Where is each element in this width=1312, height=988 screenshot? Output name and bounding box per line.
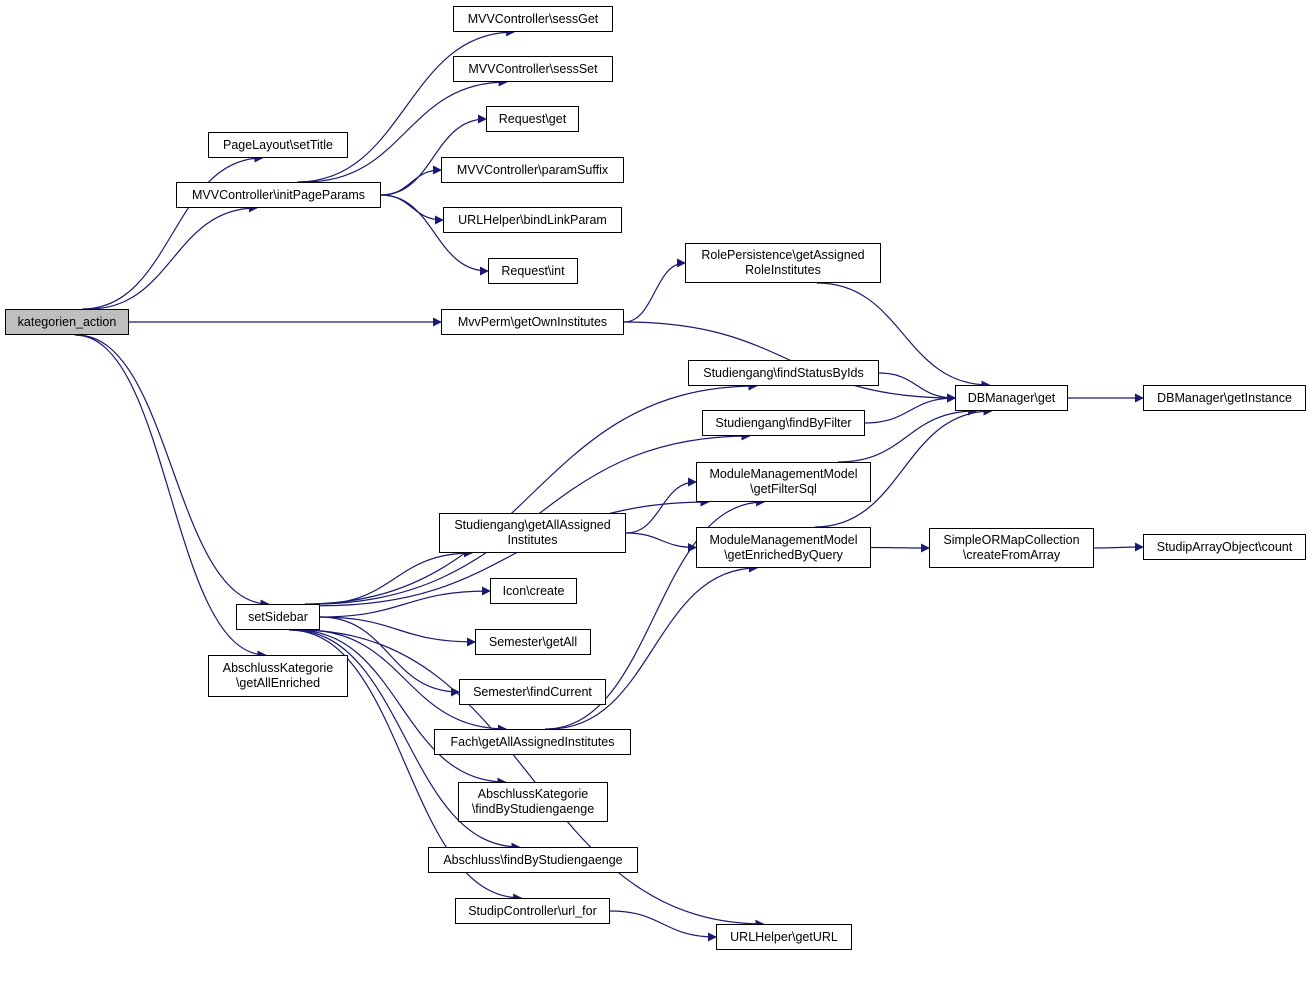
edge-setsidebar-to-icon_create: [319, 586, 491, 618]
edge-setsidebar-to-mmm_getfiltersql: [319, 497, 710, 607]
node-mvvcontroller-sessset[interactable]: MVVController\sessSet: [453, 56, 613, 82]
node-request-get[interactable]: Request\get: [486, 106, 579, 132]
edge-setsidebar-to-studiengang_findstatusbyids: [304, 381, 758, 605]
node-studipcontroller-urlfor[interactable]: StudipController\url_for: [455, 898, 610, 924]
edge-fach_getallassigned-to-mmm_getenrichedbyquery: [549, 563, 758, 730]
node-studiengang-findstatusbyids[interactable]: Studiengang\findStatusByIds: [688, 360, 879, 386]
node-dbmanager-getinstance[interactable]: DBManager\getInstance: [1143, 385, 1306, 411]
edge-setsidebar-to-fach_getallassigned: [304, 629, 507, 734]
node-modulemanagementmodel-getfiltersql[interactable]: ModuleManagementModel \getFilterSql: [696, 462, 871, 502]
node-abschlusskategorie-getallenriched[interactable]: AbschlussKategorie \getAllEnriched: [208, 655, 348, 697]
edge-kategorien_action-to-pagelayout_settitle: [82, 153, 264, 310]
edge-setsidebar-to-studipcontroller_urlfor: [289, 629, 523, 903]
node-pagelayout-settitle[interactable]: PageLayout\setTitle: [208, 132, 348, 158]
node-mvvcontroller-initpageparams[interactable]: MVVController\initPageParams: [176, 182, 381, 208]
node-request-int[interactable]: Request\int: [488, 258, 578, 284]
edge-studiengang_getallassigned-to-mmm_getfiltersql: [625, 477, 697, 534]
edge-studiengang_findbyfilter-to-dbmanager_get: [864, 393, 956, 424]
edge-simpleormap-to-studiparray_count: [1093, 542, 1144, 552]
node-semester-getall[interactable]: Semester\getAll: [475, 629, 591, 655]
node-studiparrayobject-count[interactable]: StudipArrayObject\count: [1143, 534, 1306, 560]
node-modulemanagementmodel-getenrichedbyquery[interactable]: ModuleManagementModel \getEnrichedByQuer…: [696, 527, 871, 568]
edge-studiengang_getallassigned-to-mmm_getenrichedbyquery: [625, 532, 697, 552]
node-icon-create[interactable]: Icon\create: [490, 578, 577, 604]
node-fach-getallassignedinstitutes[interactable]: Fach\getAllAssignedInstitutes: [434, 729, 631, 755]
node-kategorien-action[interactable]: kategorien_action: [5, 309, 129, 335]
edge-mvv_initpageparams-to-mvv_paramsuffix: [380, 165, 442, 196]
edge-kategorien_action-to-abschlusskat_getallenriched: [74, 334, 267, 660]
node-abschluss-findbystudiengaenge[interactable]: Abschluss\findByStudiengaenge: [428, 847, 638, 873]
edge-kategorien_action-to-mvv_initpageparams: [88, 203, 258, 310]
edge-setsidebar-to-abschluss_findbystudiengaenge: [291, 629, 521, 852]
edge-setsidebar-to-semester_findcurrent: [319, 616, 460, 697]
edge-studiengang_findstatusbyids-to-dbmanager_get: [878, 372, 956, 403]
edge-mmm_getenrichedbyquery-to-dbmanager_get: [814, 406, 993, 528]
edge-mmm_getenrichedbyquery-to-simpleormap: [870, 543, 930, 553]
edge-setsidebar-to-semester_getall: [319, 616, 476, 647]
node-mvvcontroller-paramsuffix[interactable]: MVVController\paramSuffix: [441, 157, 624, 183]
edge-rolepersistence-to-dbmanager_get: [816, 282, 991, 390]
edge-setsidebar-to-studiengang_getallassigned: [317, 548, 473, 605]
edge-fach_getallassigned-to-mmm_getfiltersql: [545, 497, 766, 730]
edge-studipcontroller_urlfor-to-urlhelper_geturl: [609, 910, 717, 942]
node-mvvcontroller-sessget[interactable]: MVVController\sessGet: [453, 6, 613, 32]
node-abschlusskategorie-findbystudiengaenge[interactable]: AbschlussKategorie \findByStudiengaenge: [458, 782, 608, 822]
node-dbmanager-get[interactable]: DBManager\get: [955, 385, 1068, 411]
edge-mmm_getfiltersql-to-dbmanager_get: [837, 406, 978, 463]
node-studiengang-findbyfilter[interactable]: Studiengang\findByFilter: [702, 410, 865, 436]
node-urlhelper-geturl[interactable]: URLHelper\getURL: [716, 924, 852, 950]
edge-mvvperm_getowninstitutes-to-rolepersistence: [623, 258, 686, 323]
edge-setsidebar-to-abschlusskat_findbystudiengaenge: [295, 629, 507, 787]
edge-mvv_initpageparams-to-urlhelper_bindlinkparam: [380, 194, 444, 225]
edge-mvv_initpageparams-to-request_int: [380, 194, 489, 276]
edge-setsidebar-to-urlhelper_geturl: [298, 629, 765, 929]
node-setsidebar[interactable]: setSidebar: [236, 604, 320, 630]
node-urlhelper-bindlinkparam[interactable]: URLHelper\bindLinkParam: [443, 207, 622, 233]
node-rolepersistence-getassignedroleinstitutes[interactable]: RolePersistence\getAssigned RoleInstitut…: [685, 243, 881, 283]
edge-kategorien_action-to-setsidebar: [76, 334, 270, 609]
edge-mvv_initpageparams-to-mvv_sessset: [304, 77, 508, 183]
node-semester-findcurrent[interactable]: Semester\findCurrent: [459, 679, 606, 705]
node-mvvperm-getowninstitutes[interactable]: MvvPerm\getOwnInstitutes: [441, 309, 624, 335]
edge-mvv_initpageparams-to-mvv_sessget: [297, 27, 516, 183]
node-simpleormapcollection-createfromarray[interactable]: SimpleORMapCollection \createFromArray: [929, 528, 1094, 568]
node-studiengang-getallassignedinstitutes[interactable]: Studiengang\getAllAssigned Institutes: [439, 513, 626, 553]
